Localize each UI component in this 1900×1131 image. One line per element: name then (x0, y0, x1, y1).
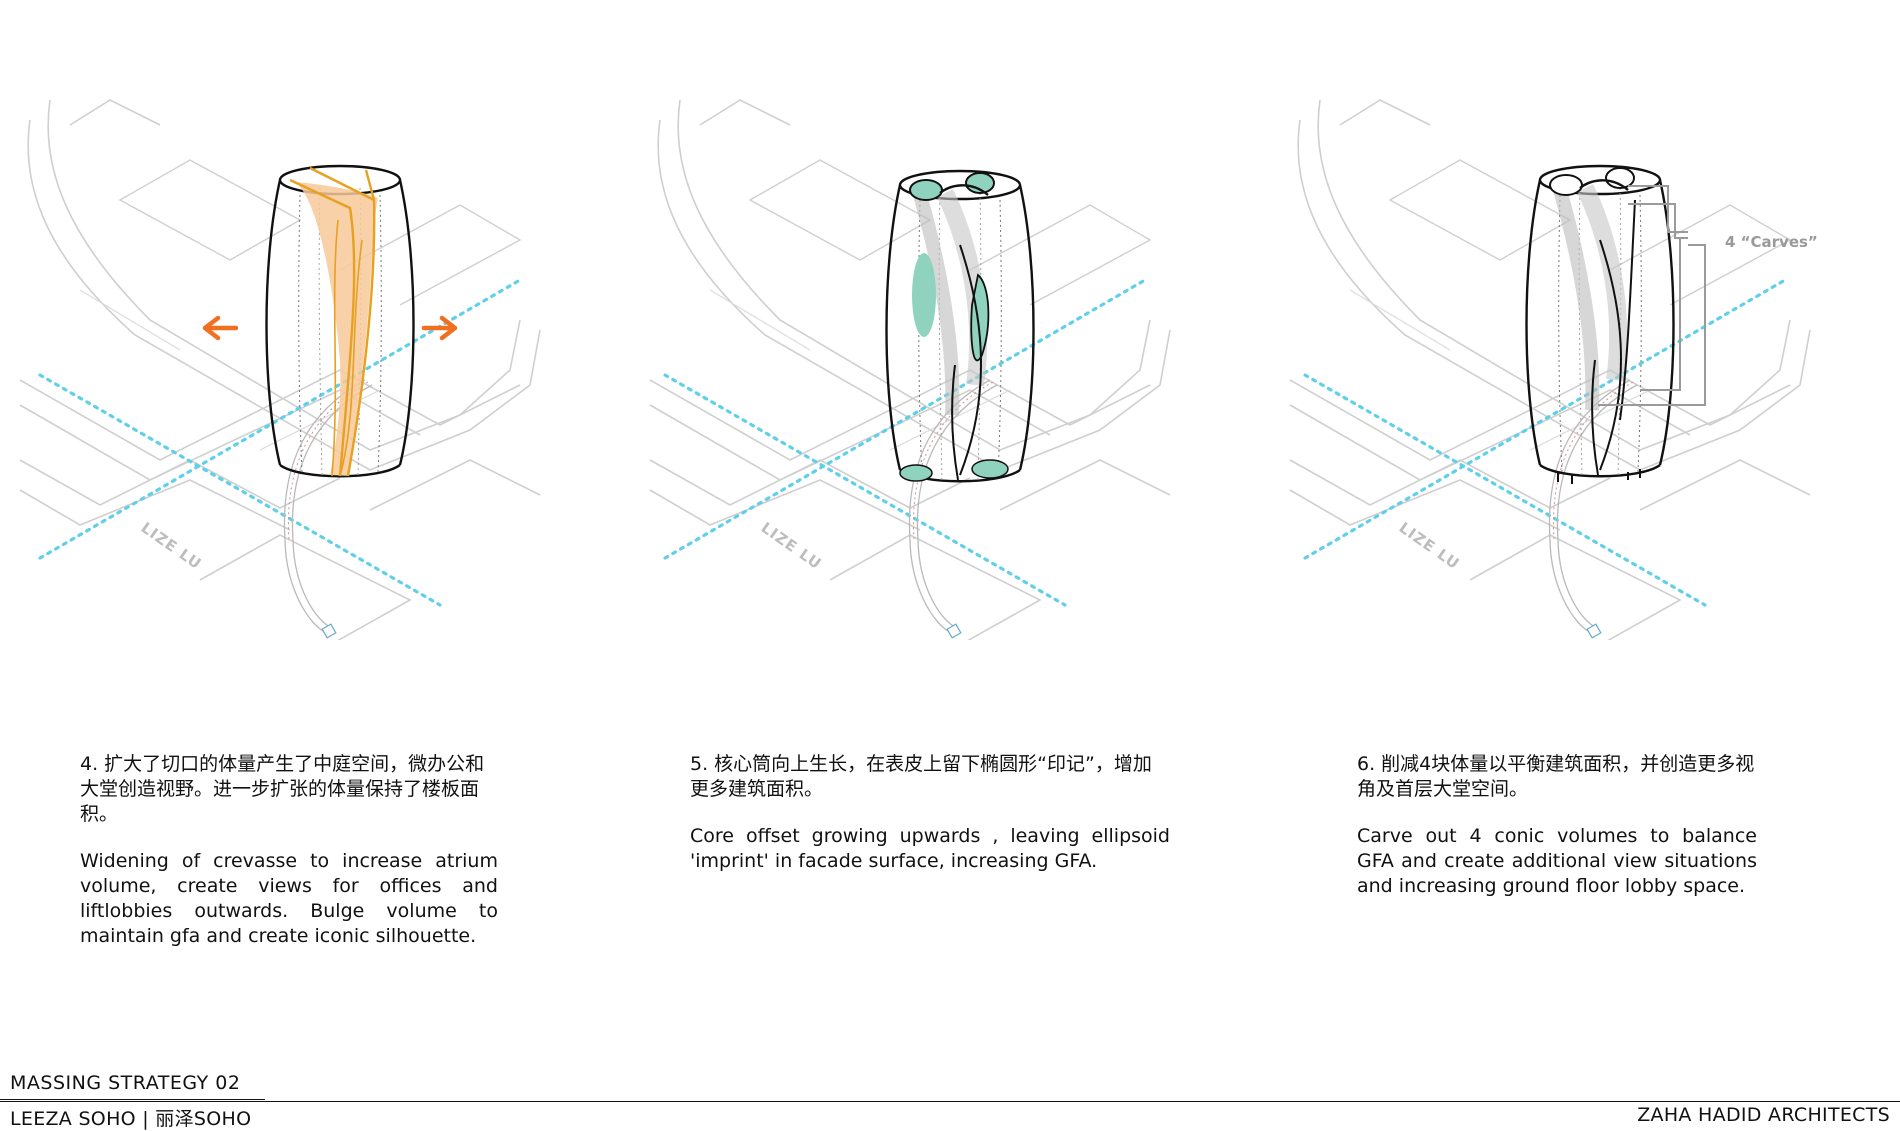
atrium-volume (295, 182, 378, 476)
core-imprint-facade-1 (912, 253, 936, 337)
massing-diagrams: LIZE LU LIZE LU (19, 99, 1818, 640)
panel-2-diagram: LIZE LU (649, 99, 1171, 640)
tower-1 (265, 164, 415, 478)
core-imprint-base-right (971, 459, 1009, 479)
arrow-right-icon (421, 315, 458, 341)
street-label-1: LIZE LU (138, 519, 205, 574)
caption-cn: 6. 削减4块体量以平衡建筑面积，并创造更多视角及首层大堂空间。 (1357, 753, 1755, 800)
caption-cn: 4. 扩大了切口的体量产生了中庭空间，微办公和大堂创造视野。进一步扩张的体量保持… (80, 753, 485, 825)
caption-panel-3: 6. 削减4块体量以平衡建筑面积，并创造更多视角及首层大堂空间。 Carve o… (1357, 752, 1757, 899)
street-label-3: LIZE LU (1396, 519, 1463, 574)
caption-panel-1: 4. 扩大了切口的体量产生了中庭空间，微办公和大堂创造视野。进一步扩张的体量保持… (80, 752, 498, 949)
tower-3 (1525, 164, 1675, 484)
footer-divider (0, 1101, 1900, 1102)
caption-en: Core offset growing upwards , leaving el… (690, 825, 1170, 872)
footer-title: MASSING STRATEGY 02 (10, 1072, 241, 1094)
core-imprint-base-left (899, 464, 933, 482)
core-imprint-facade-2 (970, 273, 990, 362)
core-imprint-top-left (909, 179, 943, 201)
caption-panel-2: 5. 核心筒向上生长，在表皮上留下椭圆形“印记”，增加更多建筑面积。 Core … (690, 752, 1170, 874)
footer-project: LEEZA SOHO | 丽泽SOHO (10, 1108, 252, 1130)
tunnel-2 (908, 379, 998, 639)
caption-en: Carve out 4 conic volumes to balance GFA… (1357, 825, 1757, 897)
carves-annotation: 4 “Carves” (1725, 233, 1818, 251)
tower-2 (885, 169, 1035, 483)
panel-1-diagram: LIZE LU (19, 99, 541, 640)
carve-top-left (1549, 174, 1583, 196)
caption-en: Widening of crevasse to increase atrium … (80, 850, 498, 947)
arrow-left-icon (202, 315, 239, 341)
footer-divider-short (0, 1099, 265, 1100)
caption-cn: 5. 核心筒向上生长，在表皮上留下椭圆形“印记”，增加更多建筑面积。 (690, 753, 1152, 800)
footer-firm: ZAHA HADID ARCHITECTS (1637, 1104, 1890, 1126)
street-label-2: LIZE LU (758, 519, 825, 574)
panel-3-diagram: 4 “Carves” LIZE LU (1289, 99, 1818, 640)
carves-bracket (1598, 185, 1706, 406)
